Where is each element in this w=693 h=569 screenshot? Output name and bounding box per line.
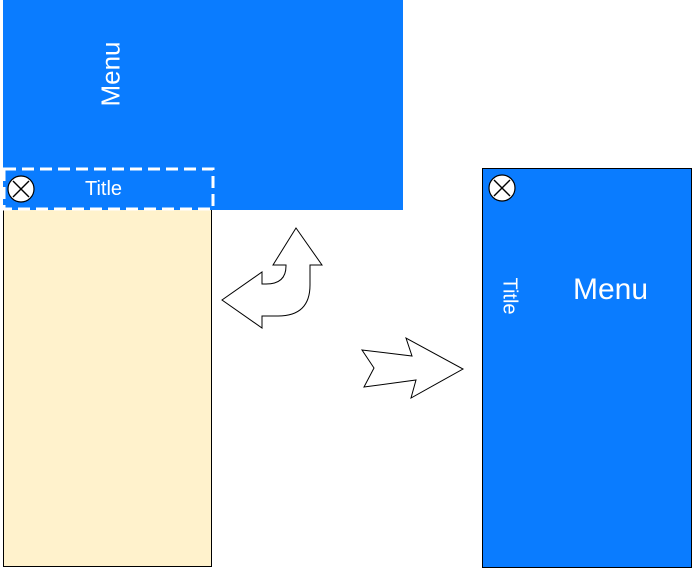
content-panel — [3, 210, 212, 567]
close-icon — [488, 174, 516, 202]
title-bar-original: Title — [3, 168, 214, 210]
menu-block-transformed: Menu Title — [482, 168, 692, 568]
close-icon — [7, 175, 35, 203]
rotate-arrow-icon — [221, 227, 323, 329]
title-bar-dashed-border — [2, 167, 215, 211]
right-arrow-icon — [360, 336, 465, 400]
menu-label-transformed: Menu — [573, 273, 649, 306]
title-label-original: Title — [85, 178, 123, 200]
